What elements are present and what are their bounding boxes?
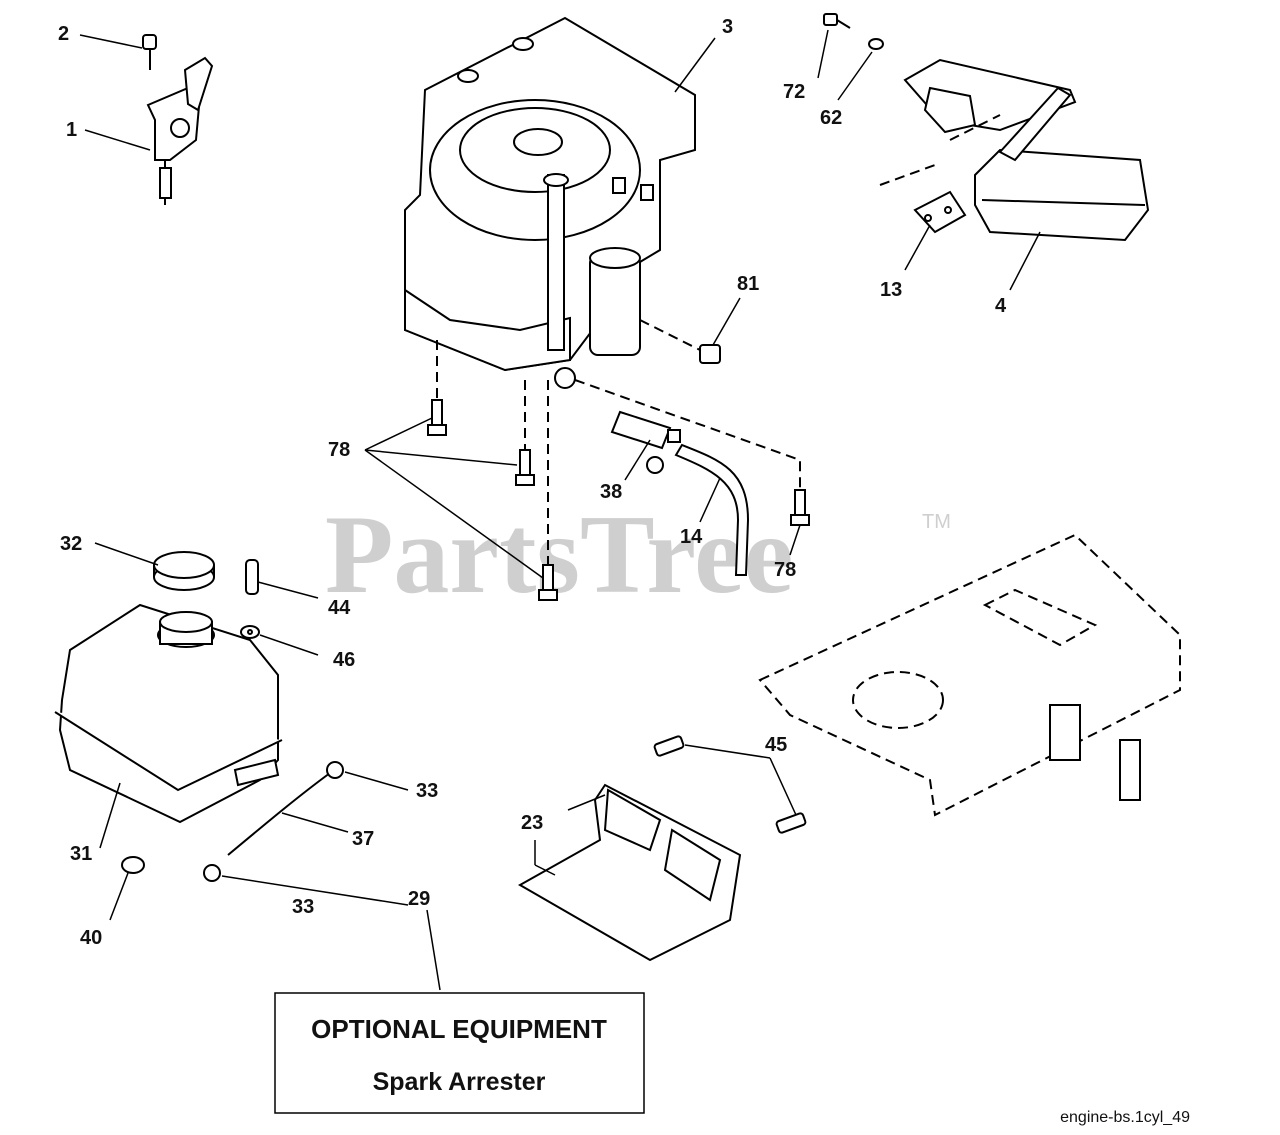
callout-40: 40 (80, 927, 102, 949)
callout-62: 62 (820, 107, 842, 129)
callout-78-right: 78 (774, 559, 796, 581)
watermark-trademark: TM (922, 511, 951, 533)
callout-labels: 2 1 3 72 62 13 4 81 78 38 14 78 32 44 46… (58, 16, 1007, 949)
optional-equipment-title: OPTIONAL EQUIPMENT (311, 1014, 607, 1044)
callout-14: 14 (680, 526, 703, 548)
engine-hardware (427, 319, 810, 601)
callout-13: 13 (880, 279, 902, 301)
callout-38: 38 (600, 481, 622, 503)
watermark: PartsTree TM (325, 493, 951, 617)
callout-2: 2 (58, 23, 69, 45)
spark-arrester-label: Spark Arrester (373, 1068, 546, 1096)
callout-29: 29 (408, 888, 430, 910)
callout-33-top: 33 (416, 780, 438, 802)
callout-3: 3 (722, 16, 733, 38)
callout-23: 23 (521, 812, 543, 834)
heat-shield-parts (517, 735, 807, 962)
watermark-text: PartsTree (325, 493, 794, 617)
frame-outline (758, 533, 1181, 817)
callout-37: 37 (352, 828, 374, 850)
diagram-code: engine-bs.1cyl_49 (1060, 1109, 1190, 1126)
callout-44: 44 (328, 597, 351, 619)
callout-31: 31 (70, 843, 92, 865)
callout-72: 72 (783, 81, 805, 103)
callout-46: 46 (333, 649, 355, 671)
muffler-parts (823, 13, 1150, 242)
callout-1: 1 (66, 119, 77, 141)
callout-81: 81 (737, 273, 759, 295)
throttle-control-part (142, 34, 214, 205)
leader-lines (79, 29, 1041, 991)
callout-32: 32 (60, 533, 82, 555)
callout-4: 4 (995, 295, 1007, 317)
callout-45: 45 (765, 734, 787, 756)
fuel-tank-parts (54, 551, 344, 882)
optional-equipment-box: OPTIONAL EQUIPMENT Spark Arrester (274, 992, 645, 1114)
engine-part (404, 16, 696, 389)
callout-78-left: 78 (328, 439, 350, 461)
callout-33-bottom: 33 (292, 896, 314, 918)
